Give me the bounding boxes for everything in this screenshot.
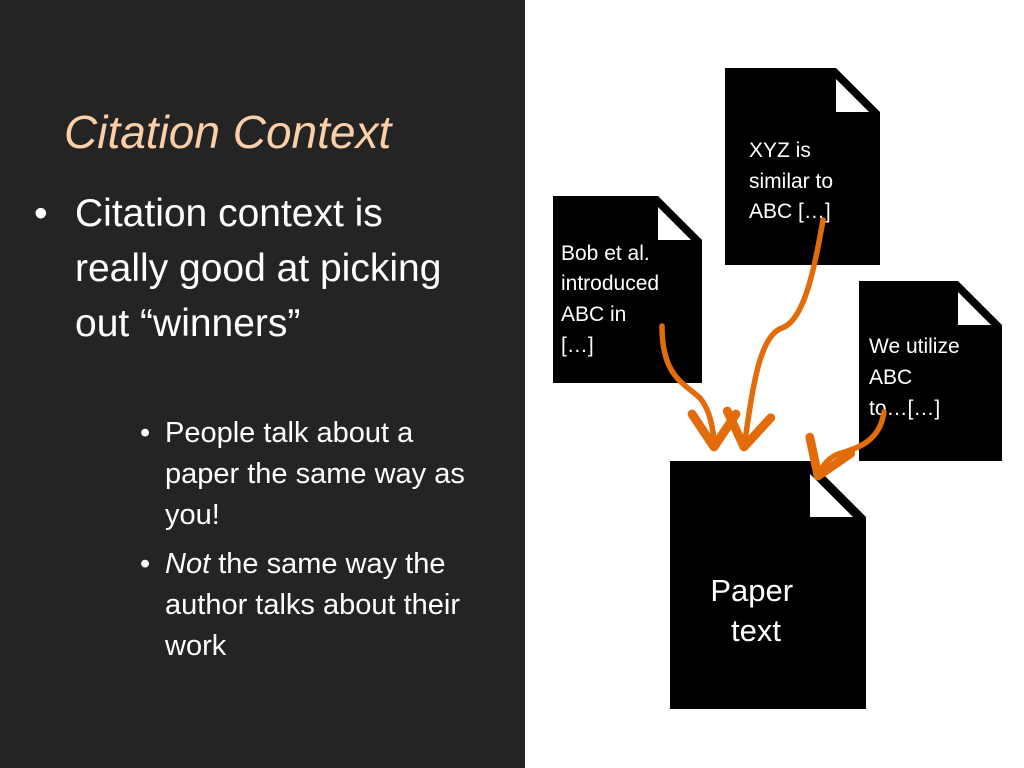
document-utilize-line: to…[…] xyxy=(869,397,940,420)
document-xyz-line: similar to xyxy=(749,170,833,193)
svg-text:Paper text: Paper text xyxy=(710,573,801,648)
document-utilize-fold xyxy=(958,292,991,325)
document-paper-fold xyxy=(810,474,853,517)
document-xyz-fold xyxy=(836,79,869,112)
sub-bullet-2: • Not the same way the author talks abou… xyxy=(140,544,480,667)
document-paper: Paper text xyxy=(670,461,866,709)
document-bob-line: Bob et al. xyxy=(561,242,650,265)
arrow-bob-to-paper xyxy=(659,323,741,452)
sub-bullet-marker: • xyxy=(140,548,151,580)
arrow-utilize-to-paper xyxy=(805,409,887,481)
bullet-marker: • xyxy=(34,192,48,235)
left-panel: Citation Context • Citation context is r… xyxy=(0,0,525,768)
sub-bullet-2-emphasis: Not xyxy=(165,548,211,580)
document-paper-body xyxy=(670,461,866,709)
svg-text:We utilize ABC: We utilize ABC to…[…] xyxy=(869,335,966,420)
svg-text:Bob et al. introduced: Bob et al. introduced ABC in […] xyxy=(561,242,665,357)
document-paper-line: Paper xyxy=(710,573,793,608)
document-utilize-line: We utilize xyxy=(869,335,960,358)
document-utilize-body xyxy=(859,281,1002,461)
arrow-xyz-to-paper xyxy=(722,217,826,452)
document-bob-fold xyxy=(658,207,691,240)
document-xyz-line: ABC […] xyxy=(749,200,831,223)
sub-bullet-1-text: People talk about a paper the same way a… xyxy=(165,417,465,531)
document-bob-line: ABC in xyxy=(561,303,626,326)
document-xyz: XYZ is similar to ABC […] xyxy=(725,68,880,265)
sub-bullet-1: • People talk about a paper the same way… xyxy=(140,413,480,536)
document-bob-line: introduced xyxy=(561,272,659,295)
document-bob: Bob et al. introduced ABC in […] xyxy=(553,196,702,383)
slide-title: Citation Context xyxy=(64,106,392,158)
sub-bullet-2-text: Not the same way the author talks about … xyxy=(165,544,475,667)
document-utilize-line: ABC xyxy=(869,366,912,389)
document-bob-line: […] xyxy=(561,334,594,357)
main-bullet: • Citation context is really good at pic… xyxy=(34,186,474,351)
main-bullet-text: Citation context is really good at picki… xyxy=(75,192,442,345)
document-xyz-body xyxy=(725,68,880,265)
document-paper-line: text xyxy=(731,613,781,648)
document-utilize: We utilize ABC to…[…] xyxy=(859,281,1002,461)
sub-bullet-marker: • xyxy=(140,417,151,449)
document-xyz-line: XYZ is xyxy=(749,139,811,162)
svg-text:XYZ is similar to: XYZ is similar to ABC […] xyxy=(749,139,839,223)
sub-bullet-2-rest: the same way the author talks about thei… xyxy=(165,548,461,662)
